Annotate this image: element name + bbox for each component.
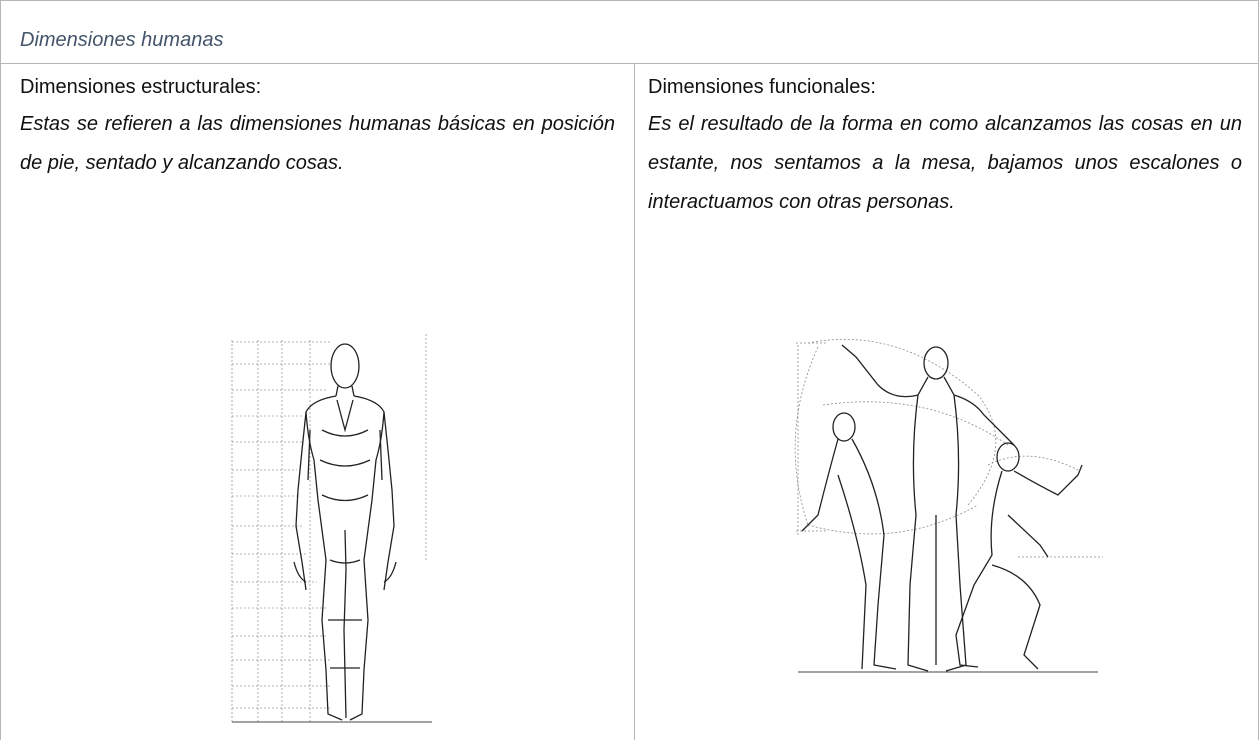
table-caption: Dimensiones humanas [20,29,224,51]
table-column-divider [634,63,635,740]
functional-dimensions-cell: Dimensiones funcionales: Es el resultado… [648,69,1242,222]
table-border-caption-divider [0,63,1259,64]
structural-dimensions-heading: Dimensiones estructurales: [20,76,262,98]
standing-human-anthropometric-drawing-icon [222,330,434,728]
functional-reach-human-figures-drawing-icon [778,335,1118,685]
table-border-top [0,0,1259,1]
structural-dimensions-cell: Dimensiones estructurales: Estas se refi… [20,69,615,183]
standing-human-figure [222,330,434,728]
table-border-left [0,0,1,740]
functional-dimensions-heading: Dimensiones funcionales: [648,76,876,98]
functional-human-figures [778,335,1118,685]
structural-dimensions-text: Estas se refieren a las dimensiones huma… [20,113,615,174]
functional-dimensions-text: Es el resultado de la forma en como alca… [648,113,1242,213]
